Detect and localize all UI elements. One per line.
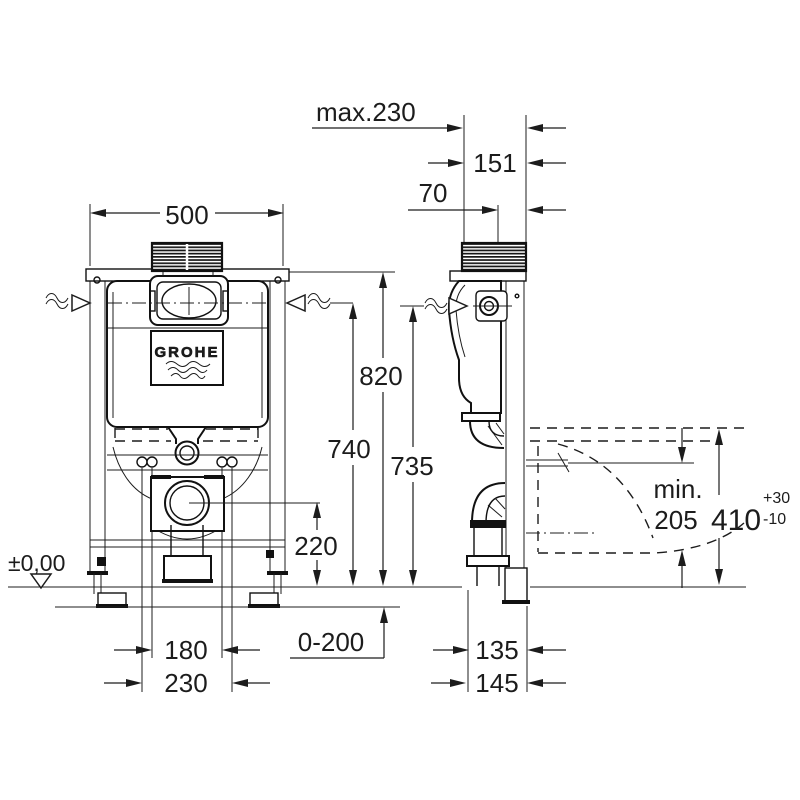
floor-datum-label: ±0,00 [8, 550, 65, 576]
supply-arrow-left [71, 293, 92, 313]
mounting-rod [526, 452, 694, 473]
actuator-plate-side [460, 241, 528, 273]
dim-frame-width: 500 [165, 200, 208, 230]
dim-anchor-outer: 230 [164, 668, 207, 698]
dim-outlet-wall: 135 [475, 635, 518, 665]
brand-text: GROHE [154, 344, 219, 361]
dim-bowl-clearance-value: 205 [654, 505, 697, 535]
access-opening [161, 283, 217, 319]
drain-socket [466, 555, 510, 567]
dim-bowl-clearance-label: min. [653, 474, 702, 504]
dim-rim-tol-minus: -10 [763, 511, 786, 528]
rail-clamp-right [266, 550, 274, 558]
water-supply-symbol-right [285, 293, 353, 313]
dim-frame-height: 820 [359, 361, 402, 391]
supply-arrow-side [448, 296, 469, 316]
front-view: GROHE [45, 241, 395, 692]
outlet-socket [163, 555, 212, 582]
dim-outlet-height: 220 [294, 531, 337, 561]
water-supply-symbol-side [400, 296, 469, 316]
datum-symbol [29, 573, 53, 590]
anchor-bolts [136, 456, 238, 468]
cistern-outlet-flange [461, 412, 501, 422]
dim-anchor-inner: 180 [164, 635, 207, 665]
dim-rim-tol-plus: +30 [763, 490, 790, 507]
dim-depth-max: max.230 [316, 97, 416, 127]
dim-feet-range: 0-200 [298, 627, 365, 657]
dimensions: max.230 151 70 500 820 740 [8, 97, 790, 698]
wc-bowl-outline [526, 427, 745, 554]
drain-assembly [466, 482, 510, 586]
water-supply-symbol-left [45, 293, 92, 313]
frame-rails [87, 281, 288, 575]
dim-supply-height: 740 [327, 434, 370, 464]
adjustable-feet [93, 573, 282, 608]
grohe-logo: GROHE [150, 330, 224, 386]
cross-member-dashed [114, 428, 259, 442]
floor-lines [8, 586, 746, 608]
supply-arrow-right [285, 293, 306, 313]
dim-actuator-offset: 70 [419, 178, 448, 208]
flush-elbow [174, 440, 200, 466]
dim-rim-height: 410 [711, 504, 761, 537]
dim-depth-top: 151 [473, 148, 516, 178]
side-view [400, 115, 745, 604]
top-fixing-hole-right [274, 276, 282, 284]
rail-foot [504, 567, 528, 603]
rail-clamp-left [97, 557, 106, 566]
top-fixing-hole-left [93, 276, 101, 284]
actuator-plate [150, 241, 224, 273]
dim-flush-height: 735 [390, 451, 433, 481]
dim-frame-bottom-depth: 145 [475, 668, 518, 698]
